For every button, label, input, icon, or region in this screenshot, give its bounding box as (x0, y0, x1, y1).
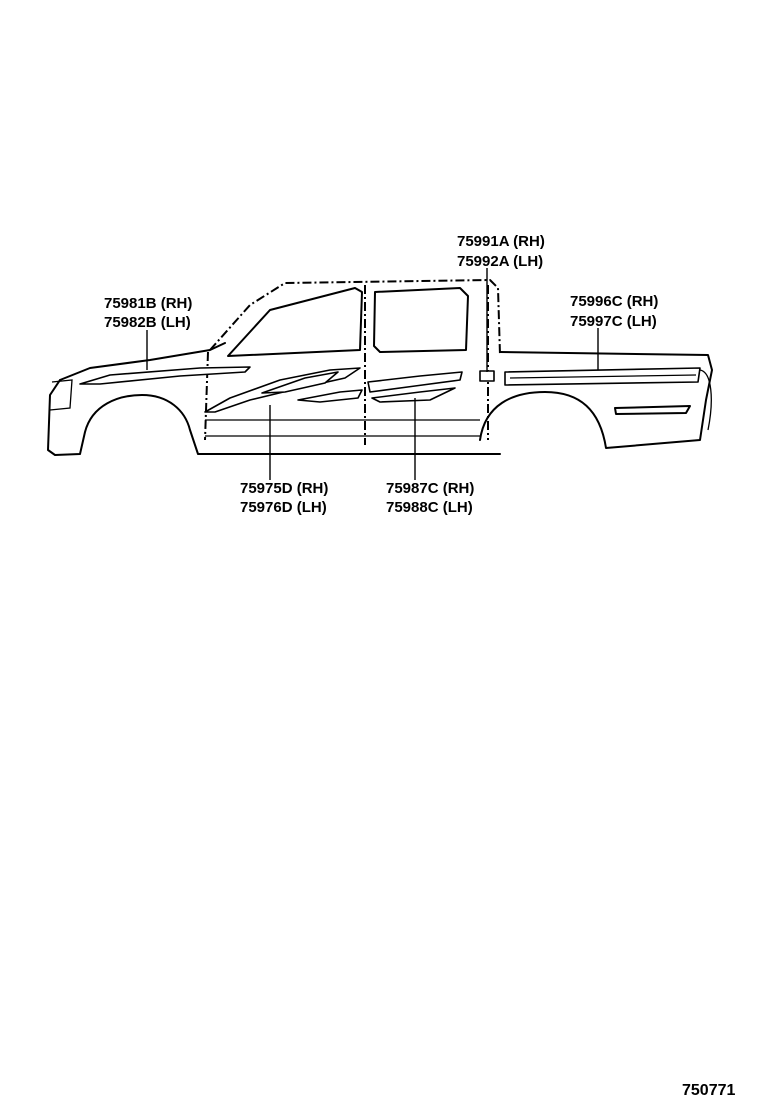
stripe-pillar (479, 370, 495, 382)
part-number-rh: 75987C (RH) (386, 480, 474, 497)
stripe-bed (504, 367, 701, 386)
stripe-rear-door (297, 371, 463, 403)
part-number-lh: 75997C (LH) (570, 313, 657, 330)
part-number-rh: 75996C (RH) (570, 293, 658, 310)
part-number-lh: 75982B (LH) (104, 314, 191, 331)
truck-outline (47, 279, 713, 456)
part-number-rh: 75981B (RH) (104, 295, 192, 312)
part-number-lh: 75992A (LH) (457, 253, 543, 270)
part-number-rh: 75975D (RH) (240, 480, 328, 497)
part-number-lh: 75976D (LH) (240, 499, 327, 516)
callout-bed-stripe: 75996C (RH) 75997C (LH) (570, 293, 658, 330)
part-number-rh: 75991A (RH) (457, 233, 545, 250)
stripe-front-door (204, 367, 361, 413)
stripe-hood (79, 366, 251, 385)
leader-lines (146, 268, 599, 480)
figure-number: 750771 (682, 1082, 735, 1099)
callout-front-door-stripe: 75975D (RH) 75976D (LH) (240, 480, 328, 516)
callout-hood-stripe: 75981B (RH) 75982B (LH) (104, 295, 192, 331)
callout-pillar-stripe: 75991A (RH) 75992A (LH) (457, 233, 545, 270)
part-number-lh: 75988C (LH) (386, 499, 473, 516)
callout-rear-door-stripe: 75987C (RH) 75988C (LH) (386, 480, 474, 516)
